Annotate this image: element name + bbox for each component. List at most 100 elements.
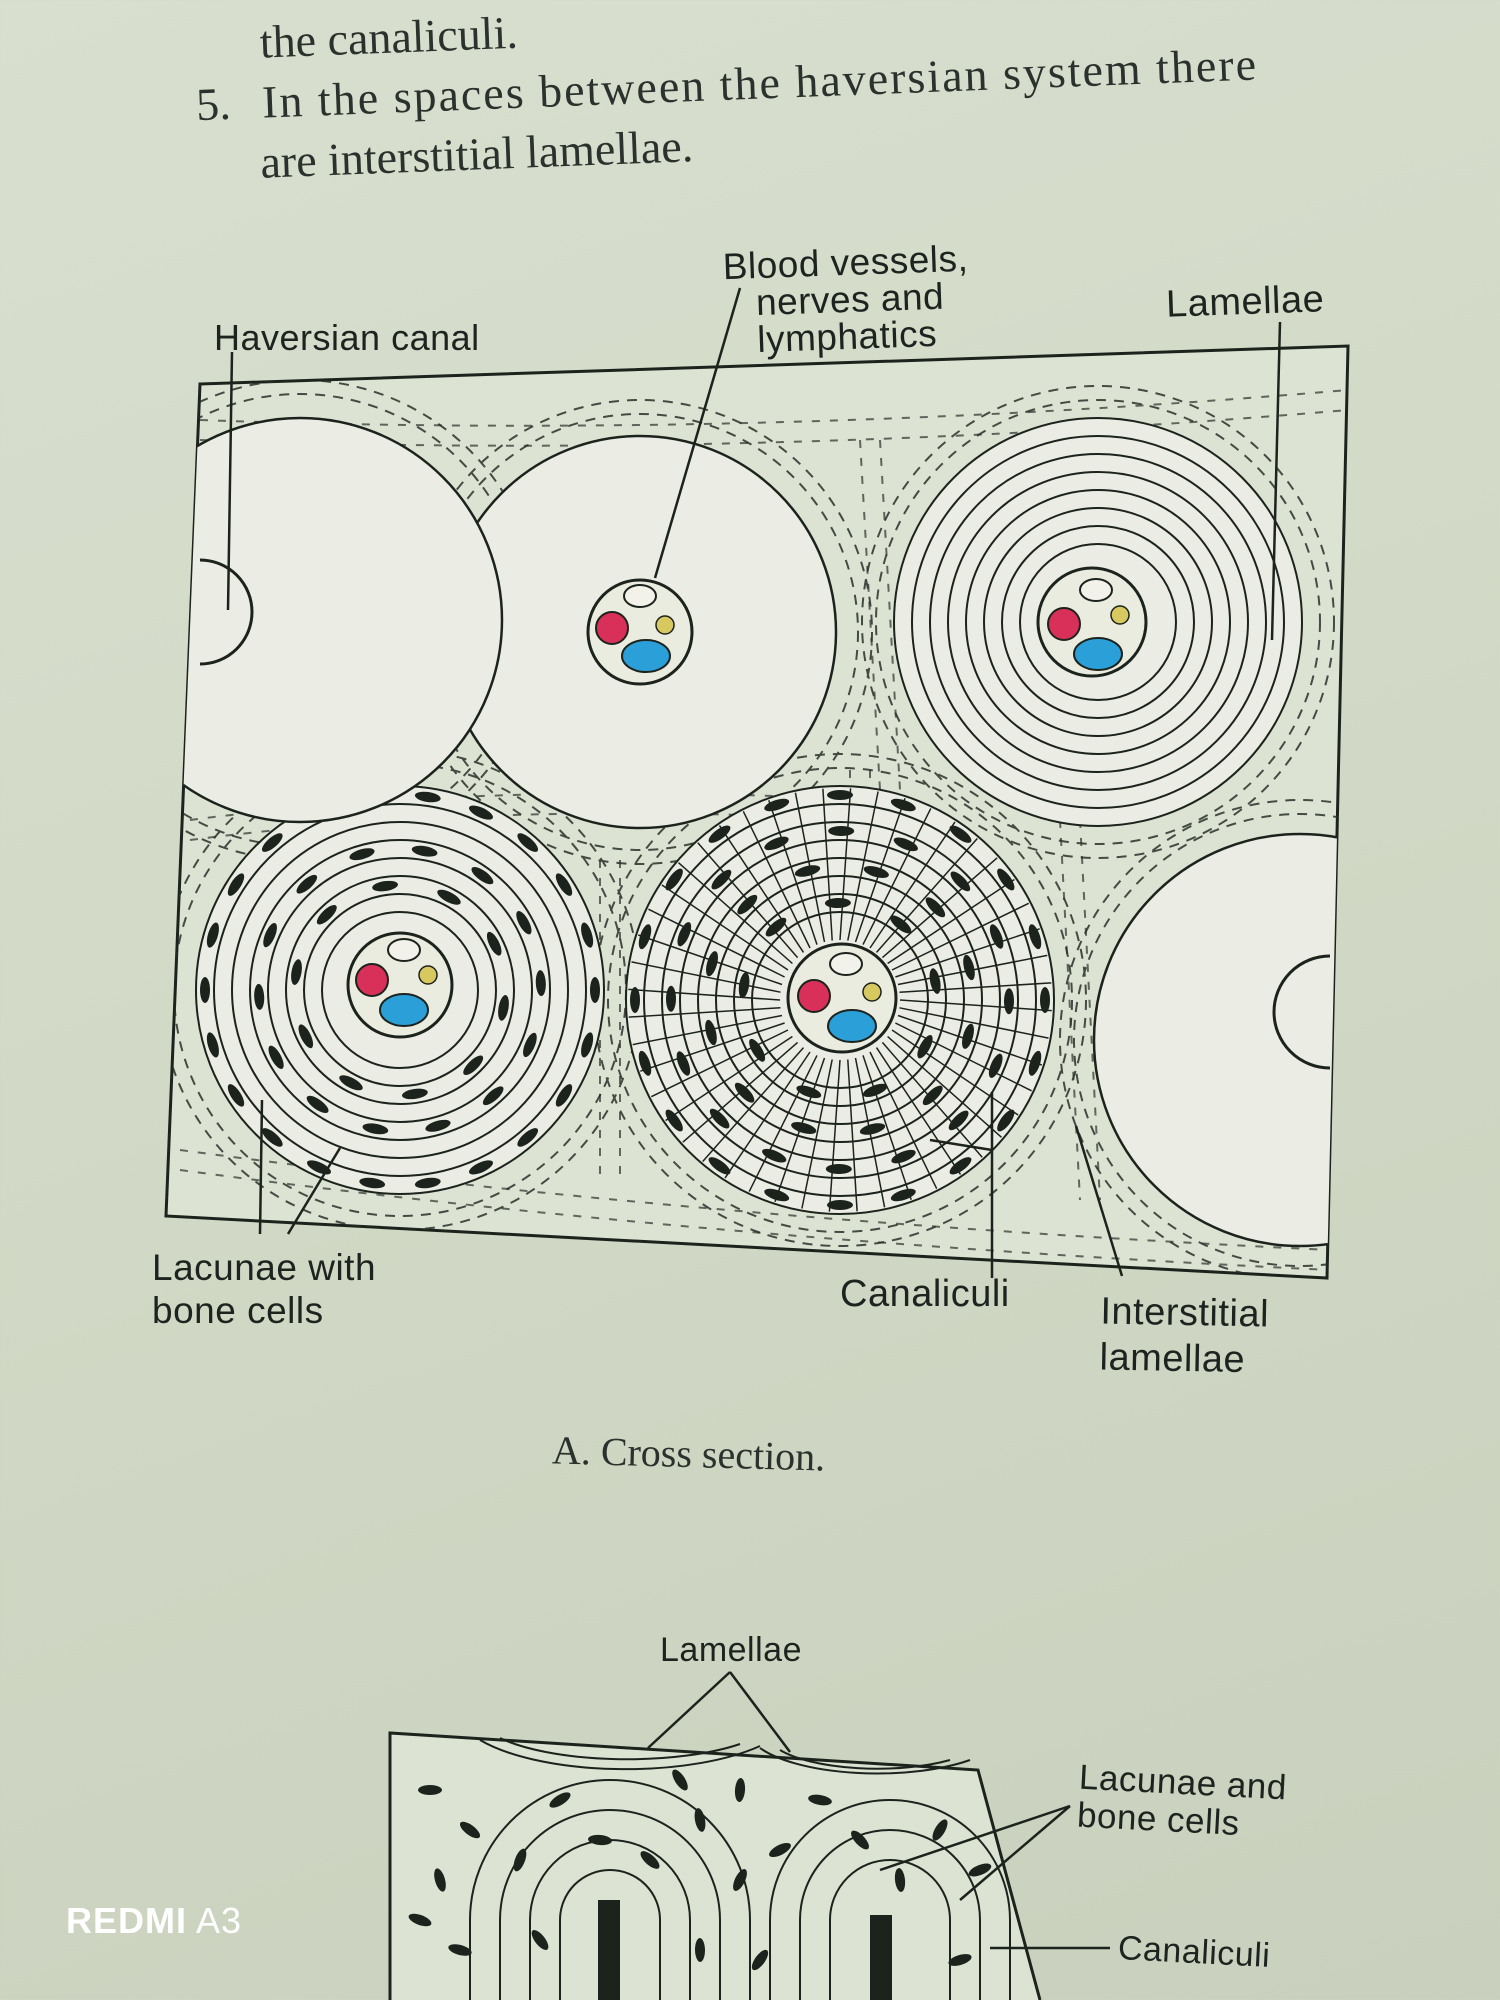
lacuna — [523, 1032, 537, 1058]
lacuna — [851, 1830, 869, 1850]
lacuna — [471, 866, 494, 885]
lacunae-bottom-middle — [630, 790, 1050, 1210]
haversian-canal-4 — [786, 942, 898, 1054]
osteon-left-partial — [166, 416, 504, 824]
lacuna — [734, 1082, 755, 1103]
canaliculus — [718, 825, 805, 953]
lacuna — [581, 1032, 594, 1058]
lacuna — [925, 897, 946, 918]
lacuna — [989, 924, 1004, 949]
lacuna — [459, 1821, 481, 1839]
lacuna — [581, 922, 594, 948]
lacuna — [749, 1038, 766, 1062]
lacuna — [638, 1050, 652, 1076]
canaliculus — [839, 788, 852, 941]
canaliculus — [665, 1035, 793, 1122]
label-lamellae: Lamellae — [1165, 278, 1325, 326]
leader-blood-vessels — [653, 287, 742, 579]
canaliculus — [862, 1055, 912, 1200]
lacuna — [893, 837, 918, 852]
lacuna — [418, 1785, 442, 1795]
lacuna — [630, 987, 640, 1013]
label-interstitial-lamellae: Interstitial lamellae — [1099, 1290, 1270, 1382]
lacuna — [261, 833, 283, 852]
lacuna — [890, 915, 912, 934]
canaliculus — [891, 1029, 1019, 1116]
lacuna — [997, 868, 1015, 891]
lacuna — [765, 917, 787, 937]
lacuna — [349, 848, 375, 861]
lacuna — [988, 1053, 1003, 1078]
lacuna — [482, 1086, 504, 1106]
lacuna — [665, 1109, 683, 1132]
lacuna — [863, 866, 889, 878]
lacuna — [513, 1848, 527, 1872]
leader-canaliculi-2 — [929, 1138, 993, 1152]
lacuna — [825, 1163, 852, 1175]
lacuna — [434, 1868, 446, 1892]
canaliculus — [875, 1047, 962, 1175]
lacuna — [932, 1819, 948, 1841]
lacuna — [796, 1085, 822, 1099]
label-haversian-canal: Haversian canal — [214, 317, 480, 358]
lacuna — [694, 1808, 706, 1832]
canaliculus — [661, 884, 789, 971]
lacuna — [437, 889, 461, 905]
canaliculus — [847, 791, 879, 941]
canaliculus — [724, 1051, 811, 1179]
lacuna — [794, 865, 821, 877]
lacuna — [963, 954, 975, 981]
leader-b-lacunae-1 — [879, 1804, 1071, 1872]
figure-b-frame — [388, 1731, 1042, 2000]
label-lacunae-with-bone-cells: Lacunae with bone cells — [152, 1247, 377, 1331]
leader-b-lamellae-1 — [647, 1671, 731, 1749]
canaliculus — [702, 1047, 805, 1162]
lacuna — [359, 1177, 386, 1189]
leader-interstitial — [1074, 1125, 1124, 1277]
canaliculus — [895, 928, 1040, 978]
lacuna — [298, 1024, 314, 1049]
lacuna — [263, 922, 277, 948]
figure-a-caption: A. Cross section. — [551, 1427, 826, 1480]
haversian-canal-1 — [586, 578, 694, 686]
lacuna — [922, 1085, 943, 1106]
lacuna — [708, 825, 731, 843]
lacuna — [411, 845, 438, 857]
lacuna — [1028, 1050, 1042, 1076]
leader-lamellae — [1270, 321, 1282, 641]
watermark-model: A3 — [196, 1900, 243, 1941]
lacuna — [291, 959, 302, 985]
lacuna — [890, 1188, 916, 1202]
leader-b-lamellae-2 — [729, 1671, 791, 1753]
canaliculi-lines — [628, 788, 1052, 1212]
lacuna — [962, 1023, 974, 1049]
lacuna — [891, 1149, 916, 1164]
lacuna — [672, 1769, 688, 1791]
canaliculus — [869, 1051, 938, 1190]
lacuna — [828, 825, 855, 837]
lacuna — [769, 1842, 791, 1858]
lacuna — [968, 1863, 992, 1877]
canaliculus — [887, 1035, 1002, 1138]
canaliculus — [631, 961, 781, 993]
lacuna — [339, 1075, 363, 1091]
canaliculus — [628, 988, 781, 1001]
lacuna — [463, 1055, 484, 1076]
lacuna — [950, 871, 971, 892]
lacuna — [708, 1157, 731, 1175]
canaliculus — [887, 878, 1015, 965]
lacuna — [694, 1938, 706, 1962]
lacuna — [949, 1157, 972, 1175]
lacuna — [268, 1045, 284, 1069]
lacuna — [711, 869, 732, 890]
lacuna — [261, 1128, 283, 1147]
lacuna — [862, 1083, 888, 1098]
label-blood-vessels: Blood vessels, nerves and lymphatics — [722, 237, 969, 361]
haversian-canal-3 — [346, 931, 454, 1039]
lacuna — [894, 1868, 906, 1892]
lacuna — [516, 911, 532, 935]
label-canaliculi: Canaliculi — [840, 1273, 1010, 1315]
lacuna — [949, 825, 972, 843]
canaliculus — [822, 788, 833, 941]
